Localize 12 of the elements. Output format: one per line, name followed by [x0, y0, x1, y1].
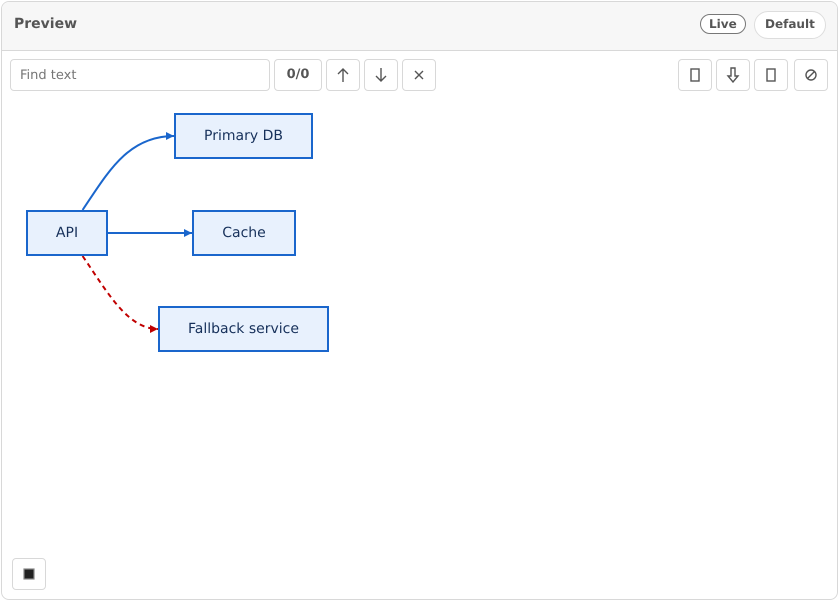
process-box: API — [26, 210, 108, 256]
arrow — [82, 255, 158, 332]
panel-title: Preview — [14, 16, 78, 32]
process-box: Cache — [192, 210, 296, 256]
search-field: Find text — [10, 59, 270, 91]
status-badge: Live — [700, 14, 746, 34]
arrow — [82, 132, 174, 211]
process-box: Fallback service — [158, 306, 329, 352]
match-counter: 0/0 — [274, 59, 322, 91]
mode-button: Default — [754, 11, 826, 39]
arrow — [108, 229, 192, 237]
process-box: Primary DB — [174, 113, 313, 159]
